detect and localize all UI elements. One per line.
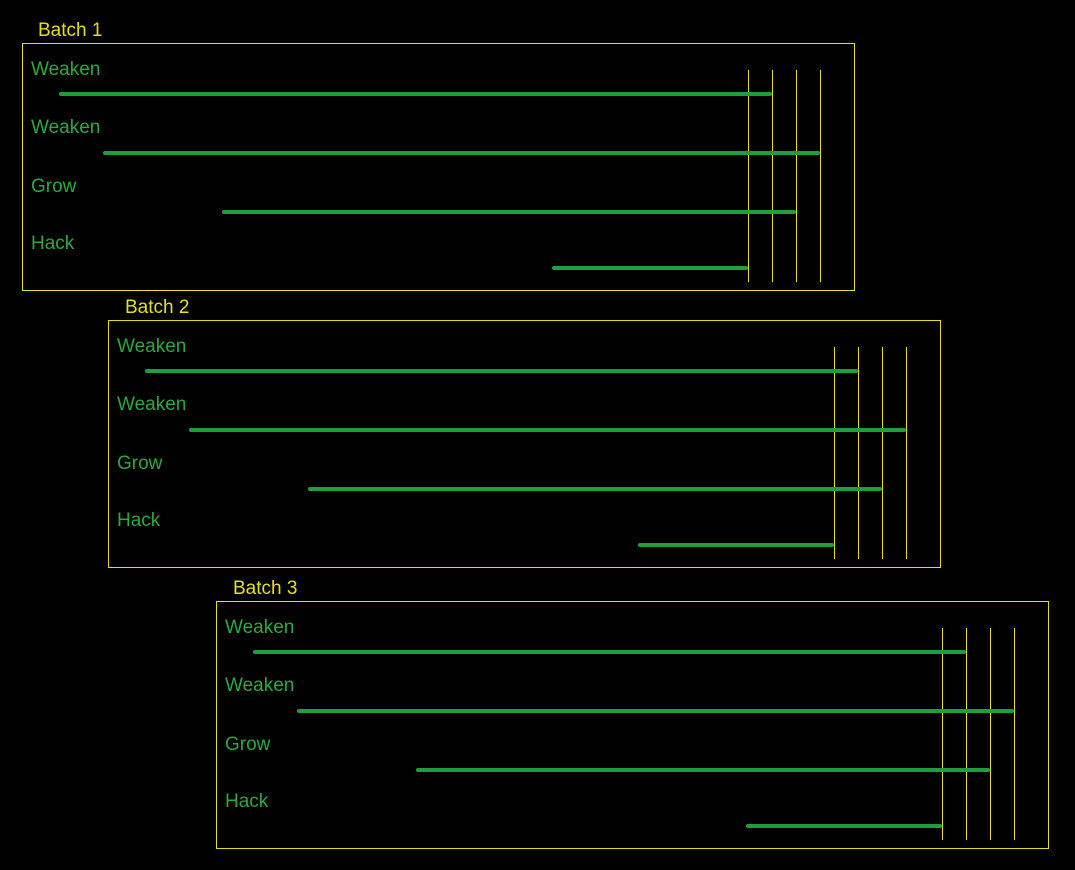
- task-label: Hack: [31, 233, 75, 254]
- finish-line: [858, 347, 859, 559]
- finish-line: [942, 628, 943, 840]
- task-bar: [297, 709, 1014, 713]
- task-label: Weaken: [225, 617, 295, 638]
- finish-line: [772, 70, 773, 282]
- batch-title: Batch 2: [125, 297, 190, 318]
- task-bar: [308, 487, 882, 491]
- task-bar: [222, 210, 796, 214]
- finish-line: [990, 628, 991, 840]
- task-label: Weaken: [31, 117, 101, 138]
- task-bar: [189, 428, 906, 432]
- task-bar: [746, 824, 942, 828]
- task-bar: [552, 266, 748, 270]
- task-bar: [253, 650, 966, 654]
- task-label: Weaken: [225, 675, 295, 696]
- task-bar: [59, 92, 772, 96]
- task-bar: [638, 543, 834, 547]
- task-label: Hack: [117, 510, 161, 531]
- task-label: Grow: [225, 734, 271, 755]
- finish-line: [1014, 628, 1015, 840]
- finish-line: [820, 70, 821, 282]
- task-label: Weaken: [117, 336, 187, 357]
- finish-line: [882, 347, 883, 559]
- task-label: Hack: [225, 791, 269, 812]
- finish-line: [906, 347, 907, 559]
- task-bar: [103, 151, 820, 155]
- finish-line: [834, 347, 835, 559]
- task-label: Weaken: [31, 59, 101, 80]
- task-bar: [416, 768, 990, 772]
- batch-title: Batch 3: [233, 578, 298, 599]
- finish-line: [796, 70, 797, 282]
- task-label: Weaken: [117, 394, 187, 415]
- task-bar: [145, 369, 858, 373]
- batch-title: Batch 1: [38, 20, 103, 41]
- finish-line: [966, 628, 967, 840]
- task-label: Grow: [31, 176, 77, 197]
- task-label: Grow: [117, 453, 163, 474]
- finish-line: [748, 70, 749, 282]
